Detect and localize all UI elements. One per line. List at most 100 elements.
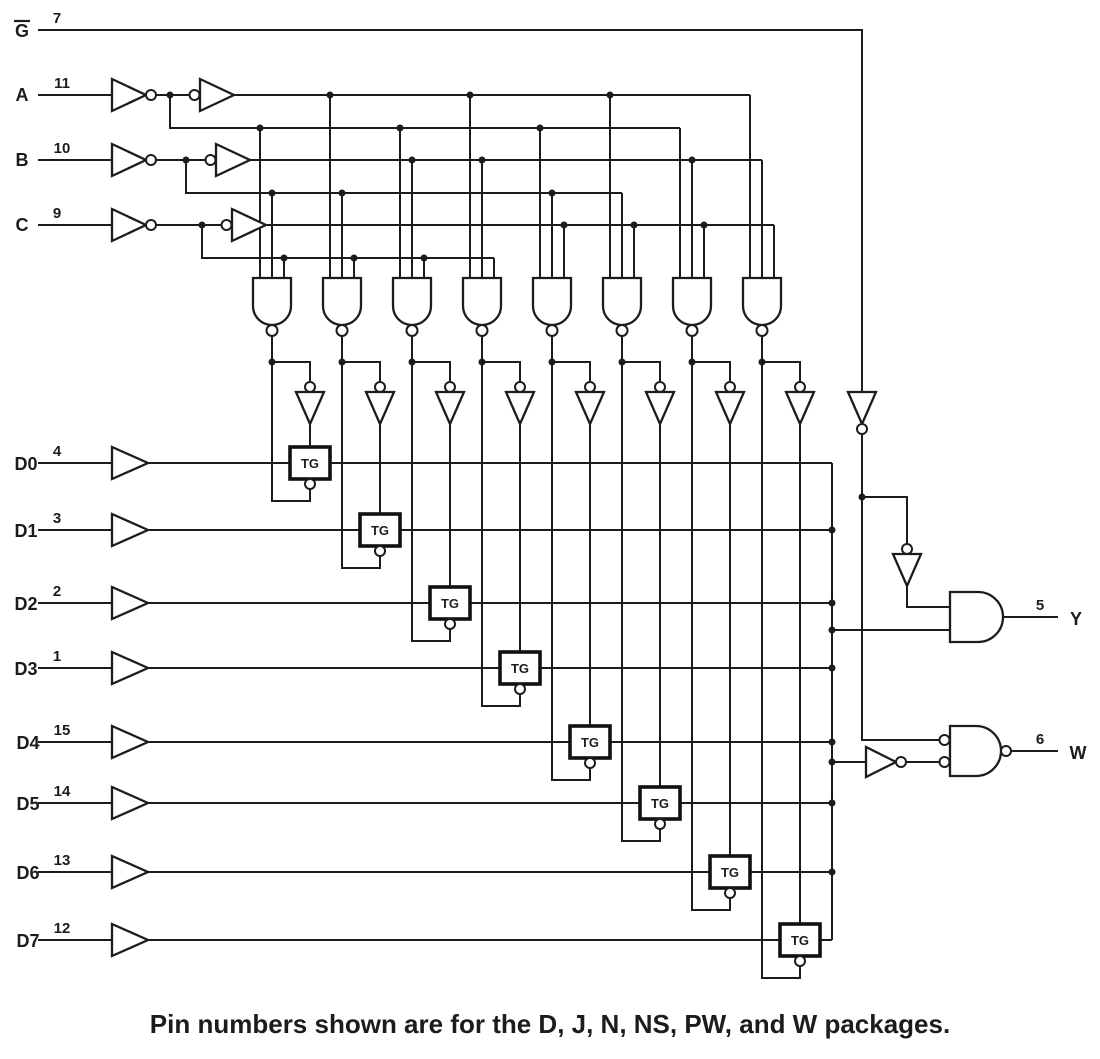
inverter-triangle	[504, 390, 536, 427]
tg-switch-0: TG	[288, 445, 332, 490]
buffer-d7	[110, 922, 151, 958]
nand-output-bubble	[685, 324, 699, 337]
data-d3-label: D3	[14, 659, 37, 679]
inverter-triangle	[784, 390, 816, 427]
data-input-stub-wires	[38, 462, 112, 941]
wires	[38, 29, 1058, 979]
buffer-triangle	[230, 207, 269, 243]
tg-control-bubble	[654, 818, 666, 830]
and-gate-body	[948, 590, 1005, 644]
inverter-triangle	[864, 745, 899, 779]
tg-control-bubble	[514, 683, 526, 695]
tg-switch-2: TG	[428, 585, 472, 630]
tg-label: TG	[371, 523, 389, 538]
w-path-inverter	[864, 745, 907, 779]
input-bubble-top	[938, 734, 951, 746]
tg-feedback-loop-wires	[271, 362, 801, 979]
data-d2-pin: 2	[53, 583, 61, 600]
control-inverter-7	[784, 381, 816, 427]
nand-gate-5	[601, 276, 643, 337]
buffer-d5	[110, 785, 151, 821]
output-bubble	[1000, 745, 1012, 757]
inverter-triangle	[644, 390, 676, 427]
inverter-input-bubble	[374, 381, 386, 393]
inverter-input-bubble	[444, 381, 456, 393]
buffer-input-bubble	[204, 154, 217, 166]
nand-body	[601, 276, 643, 327]
tg-switch-6: TG	[708, 854, 752, 899]
buffer-triangle	[198, 77, 237, 113]
nand-gate-1	[321, 276, 363, 337]
select-a-label: A	[16, 85, 29, 105]
tg-control-bubble	[794, 955, 806, 967]
tg-switch-5: TG	[638, 785, 682, 830]
junction-dots	[166, 91, 866, 876]
y-path-inverter	[891, 543, 923, 589]
inverter-input-bubble	[654, 381, 666, 393]
buffer-a	[110, 77, 237, 113]
input-bubble-bottom	[938, 756, 951, 768]
data-d7-label: D7	[16, 931, 39, 951]
nand-output-wires	[271, 336, 801, 382]
inverter-bubble	[145, 89, 157, 101]
inverter-triangle	[714, 390, 746, 427]
data-d3-pin: 1	[53, 648, 61, 665]
nand-body	[321, 276, 363, 327]
data-d1-pin: 3	[53, 510, 61, 527]
tg-control-bubble	[374, 545, 386, 557]
nand-output-bubble	[545, 324, 559, 337]
y-output-and-gate	[948, 590, 1005, 644]
nand-body	[741, 276, 783, 327]
buffer-d4	[110, 724, 151, 760]
nand-gate-0	[251, 276, 293, 337]
nand-gate-6	[671, 276, 713, 337]
select-b-pin: 10	[54, 140, 71, 157]
buffer-d6	[110, 854, 151, 890]
data-d5-pin: 14	[54, 783, 71, 800]
buffer-b	[110, 142, 253, 178]
tg-label: TG	[651, 796, 669, 811]
output-w-label: W	[1070, 743, 1087, 763]
nand-body	[461, 276, 503, 327]
buffer-input-bubble	[188, 89, 201, 101]
control-inverter-0	[294, 381, 326, 427]
inverter-output-bubble	[856, 423, 868, 435]
data-line-wires	[148, 462, 832, 941]
select-a-pin: 11	[54, 75, 70, 92]
tg-box	[428, 585, 472, 621]
control-inverter-3	[504, 381, 536, 427]
control-inverter-4	[574, 381, 606, 427]
inverter-triangle	[574, 390, 606, 427]
output-bus-wires	[831, 463, 1058, 940]
tg-label: TG	[441, 596, 459, 611]
and-gate-body	[948, 724, 1003, 778]
buffer-d3	[110, 650, 151, 686]
inverter-input-bubble	[304, 381, 316, 393]
tg-switch-1: TG	[358, 512, 402, 557]
nand-output-bubble	[755, 324, 769, 337]
buffer-triangle	[214, 142, 253, 178]
nand-gate-7	[741, 276, 783, 337]
buffer-c	[110, 207, 269, 243]
select-b-label: B	[16, 150, 29, 170]
tg-label: TG	[721, 865, 739, 880]
gate-input-drop-wires	[259, 95, 775, 278]
tg-control-bubble	[584, 757, 596, 769]
nand-body	[531, 276, 573, 327]
labels: G 7 A 11 B 10 C 9 D0 4 D1 3 D2 2 D3 1 D4…	[14, 10, 1087, 1039]
nand-gate-4	[531, 276, 573, 337]
tg-control-bubble	[304, 478, 316, 490]
data-d4-label: D4	[16, 733, 39, 753]
tg-label: TG	[511, 661, 529, 676]
w-output-nand-gate	[938, 724, 1012, 778]
inverter-triangle	[110, 77, 149, 113]
data-d6-pin: 13	[54, 852, 71, 869]
tg-label: TG	[301, 456, 319, 471]
nand-body	[391, 276, 433, 327]
enable-chain-wires	[861, 434, 950, 741]
buffer-d0	[110, 445, 151, 481]
inverter-output-bubble	[895, 756, 907, 768]
inverter-input-bubble	[514, 381, 526, 393]
